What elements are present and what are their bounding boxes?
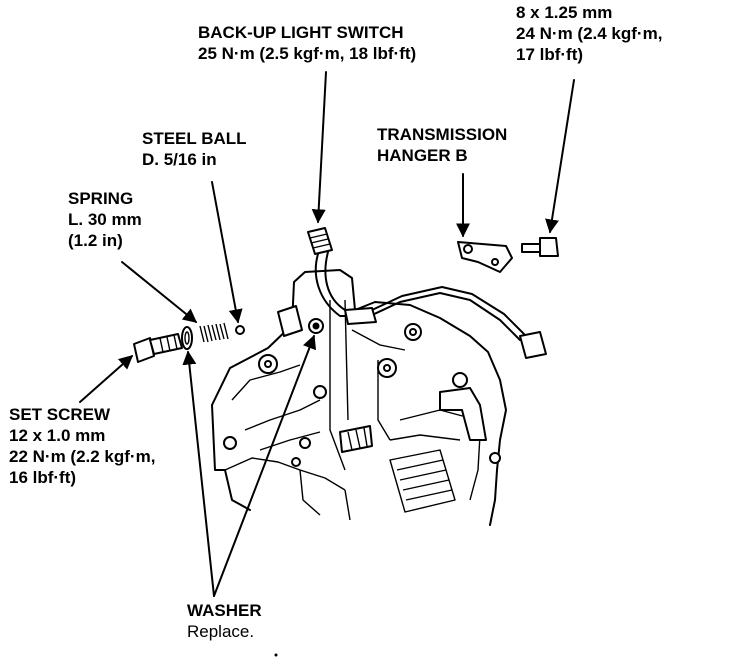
hanger-b-part: [457, 241, 513, 273]
steel-ball-title: STEEL BALL: [142, 129, 247, 148]
label-transmission-hanger: TRANSMISSION HANGER B: [377, 124, 507, 166]
bolt-torque-line1: 24 N·m (2.4 kgf·m,: [516, 24, 663, 43]
arrow-washer-1: [182, 350, 215, 597]
arrow-bolt: [545, 79, 575, 234]
stray-dot: [274, 653, 278, 657]
label-steel-ball: STEEL BALL D. 5/16 in: [142, 128, 247, 170]
label-washer: WASHER Replace.: [187, 600, 262, 642]
steel-ball-part: [235, 325, 245, 335]
spring-part: [199, 322, 229, 343]
arrow-spring: [121, 261, 198, 323]
steel-ball-size: D. 5/16 in: [142, 150, 217, 169]
hanger-title-line1: TRANSMISSION: [377, 125, 508, 144]
label-set-screw: SET SCREW 12 x 1.0 mm 22 N·m (2.2 kgf·m,…: [9, 404, 155, 488]
label-spring: SPRING L. 30 mm (1.2 in): [68, 188, 142, 251]
spring-length-mm: L. 30 mm: [68, 210, 142, 229]
backup-switch-title: BACK-UP LIGHT SWITCH: [198, 23, 404, 42]
transmission-case: [211, 269, 507, 526]
backup-switch-torque: 25 N·m (2.5 kgf·m, 18 lbf·ft): [198, 44, 417, 63]
arrow-steel-ball: [211, 181, 243, 324]
bolt-size: 8 x 1.25 mm: [516, 3, 613, 22]
washer-title: WASHER: [187, 601, 262, 620]
set-screw-part: [133, 333, 183, 363]
set-screw-size: 12 x 1.0 mm: [9, 426, 106, 445]
set-screw-torque-line2: 16 lbf·ft): [9, 468, 77, 487]
washer-note: Replace.: [187, 622, 255, 641]
washer-part: [181, 326, 193, 350]
spring-length-in: (1.2 in): [68, 231, 123, 250]
arrow-set-screw: [79, 355, 134, 403]
bolt-torque-line2: 17 lbf·ft): [516, 45, 584, 64]
bolt-part: [521, 237, 559, 257]
arrow-backup-switch: [311, 71, 327, 224]
arrow-washer-2: [213, 334, 317, 597]
backup-light-switch-part: [307, 227, 547, 359]
spring-title: SPRING: [68, 189, 134, 208]
label-bolt: 8 x 1.25 mm 24 N·m (2.4 kgf·m, 17 lbf·ft…: [516, 2, 662, 65]
set-screw-torque-line1: 22 N·m (2.2 kgf·m,: [9, 447, 156, 466]
leader-lines: [79, 71, 575, 597]
label-backup-light-switch: BACK-UP LIGHT SWITCH 25 N·m (2.5 kgf·m, …: [198, 22, 416, 64]
hanger-title-line2: HANGER B: [377, 146, 468, 165]
set-screw-title: SET SCREW: [9, 405, 111, 424]
